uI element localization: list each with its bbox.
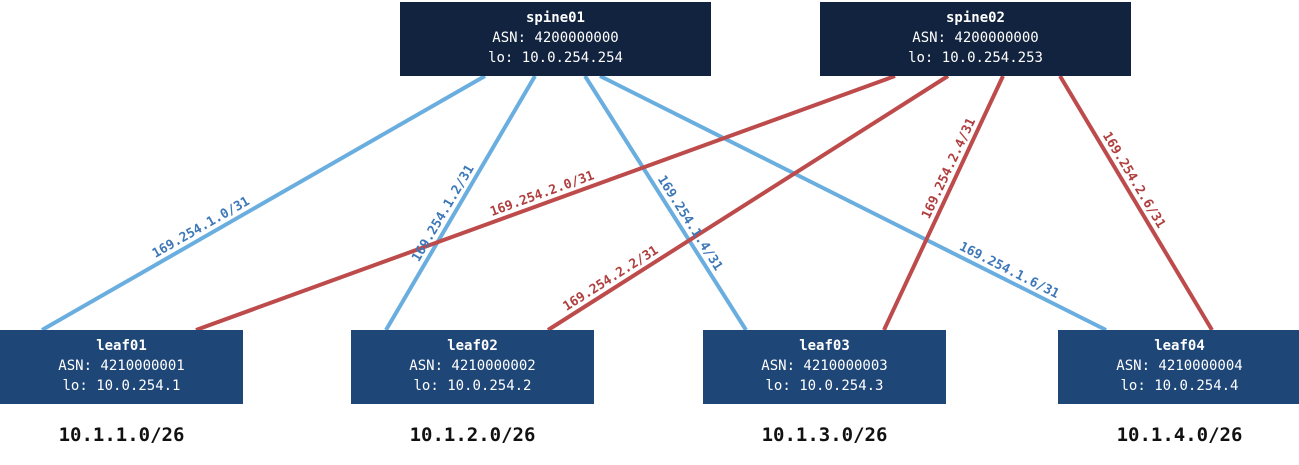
node-asn: ASN: 4210000002 <box>409 358 536 374</box>
subnet-leaf02: 10.1.2.0/26 <box>409 424 536 446</box>
node-asn: ASN: 4210000003 <box>761 358 888 374</box>
link-label-spine02-leaf02: 169.254.2.2/31 <box>561 243 662 314</box>
link-spine02-leaf01 <box>195 74 896 332</box>
link-label-spine01-leaf02: 169.254.1.2/31 <box>409 162 477 264</box>
link-spine02-leaf02 <box>546 74 950 332</box>
subnet-leaf04: 10.1.4.0/26 <box>1116 424 1243 446</box>
subnet-leaf03: 10.1.3.0/26 <box>761 424 888 446</box>
node-leaf02[interactable]: leaf02 ASN: 4210000002 lo: 10.0.254.2 <box>351 330 594 404</box>
node-leaf01[interactable]: leaf01 ASN: 4210000001 lo: 10.0.254.1 <box>0 330 243 404</box>
node-asn: ASN: 4210000004 <box>1116 358 1243 374</box>
node-asn: ASN: 4210000001 <box>58 358 185 374</box>
node-name: spine01 <box>525 10 585 26</box>
link-spine01-leaf03 <box>583 74 748 332</box>
node-name: leaf03 <box>799 338 850 354</box>
node-leaf03[interactable]: leaf03 ASN: 4210000003 lo: 10.0.254.3 <box>703 330 946 404</box>
node-loopback: lo: 10.0.254.2 <box>413 378 532 394</box>
link-spine01-leaf01 <box>41 74 486 332</box>
node-loopback: lo: 10.0.254.4 <box>1120 378 1239 394</box>
node-asn: ASN: 4200000000 <box>492 30 619 46</box>
link-label-spine02-leaf01: 169.254.2.0/31 <box>488 168 596 220</box>
link-spine02-leaf03 <box>882 75 1005 331</box>
link-spine01-leaf04 <box>599 74 1107 332</box>
node-loopback: lo: 10.0.254.1 <box>62 378 181 394</box>
node-loopback: lo: 10.0.254.253 <box>908 50 1043 66</box>
node-name: leaf01 <box>96 338 147 354</box>
subnet-leaf01: 10.1.1.0/26 <box>58 424 185 446</box>
node-asn: ASN: 4200000000 <box>912 30 1039 46</box>
link-spine01-leaf02 <box>384 74 537 332</box>
node-name: leaf02 <box>447 338 498 354</box>
link-label-spine02-leaf04: 169.254.2.6/31 <box>1099 129 1168 231</box>
link-label-spine02-leaf03: 169.254.2.4/31 <box>919 116 979 222</box>
node-name: leaf04 <box>1154 338 1205 354</box>
node-spine02[interactable]: spine02 ASN: 4200000000 lo: 10.0.254.253 <box>820 2 1131 76</box>
node-loopback: lo: 10.0.254.254 <box>488 50 623 66</box>
link-label-spine01-leaf04: 169.254.1.6/31 <box>957 239 1062 302</box>
link-label-spine01-leaf01: 169.254.1.0/31 <box>150 194 253 262</box>
node-name: spine02 <box>945 10 1005 26</box>
node-loopback: lo: 10.0.254.3 <box>765 378 884 394</box>
link-spine02-leaf04 <box>1058 74 1214 332</box>
node-spine01[interactable]: spine01 ASN: 4200000000 lo: 10.0.254.254 <box>400 2 711 76</box>
node-leaf04[interactable]: leaf04 ASN: 4210000004 lo: 10.0.254.4 <box>1058 330 1299 404</box>
